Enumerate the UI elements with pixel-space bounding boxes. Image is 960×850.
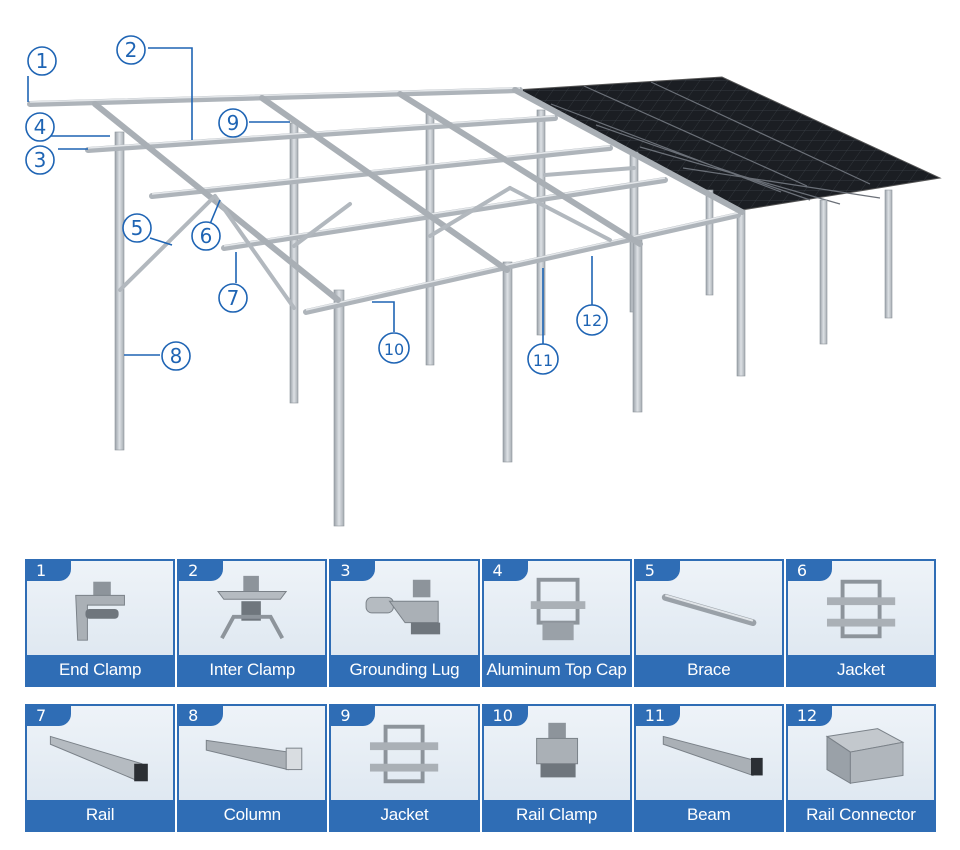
parts-row-1: 1 End Clamp 2 Inter Clamp 3 Grounding Lu… [25,559,937,687]
aluminum-top-cap-icon [483,561,630,657]
part-label: Rail [27,800,174,830]
solar-panel-array [513,76,942,211]
part-label: Beam [635,800,782,830]
part-label: Brace [635,655,782,685]
svg-text:5: 5 [131,216,144,240]
callout-4: 4 [25,112,55,142]
parts-row-2: 7 Rail 8 Column 9 Jacket 10 Rail Clamp 1… [25,704,937,832]
part-card-aluminum-top-cap: 4 Aluminum Top Cap [481,559,632,687]
part-card-grounding-lug: 3 Grounding Lug [329,559,480,687]
callout-12: 12 [576,304,608,336]
svg-text:7: 7 [227,286,240,310]
callout-7: 7 [218,283,248,313]
braces [118,166,636,310]
part-card-rail-connector: 12 Rail Connector [785,704,937,832]
part-label: Column [179,800,326,830]
part-card-jacket: 6 Jacket [785,559,937,687]
part-card-rail-clamp: 10 Rail Clamp [481,704,632,832]
callout-10: 10 [378,332,410,364]
part-card-brace: 5 Brace [633,559,784,687]
part-label: Rail Clamp [483,800,630,830]
svg-text:2: 2 [125,38,138,62]
svg-text:1: 1 [36,49,49,73]
part-card-rail: 7 Rail [25,704,176,832]
callout-2: 2 [116,35,146,65]
part-card-beam: 11 Beam [633,704,784,832]
rails [27,87,741,315]
svg-text:4: 4 [34,115,47,139]
callout-5: 5 [122,213,152,243]
callout-11: 11 [527,343,559,375]
svg-text:3: 3 [34,148,47,172]
part-label: Grounding Lug [331,655,478,685]
part-card-inter-clamp: 2 Inter Clamp [177,559,328,687]
svg-text:8: 8 [170,344,183,368]
svg-text:12: 12 [582,311,602,330]
part-label: Jacket [787,655,935,685]
part-label: Jacket [331,800,478,830]
part-card-jacket-2: 9 Jacket [329,704,480,832]
solar-mount-structure-diagram: 1 2 3 4 5 6 7 8 9 10 11 12 [25,35,942,527]
part-card-end-clamp: 1 End Clamp [25,559,176,687]
callout-9: 9 [218,108,248,138]
part-label: Rail Connector [787,800,935,830]
beams [92,87,745,303]
svg-text:9: 9 [227,111,240,135]
callout-6: 6 [191,221,221,251]
svg-text:11: 11 [533,351,553,370]
part-label: Inter Clamp [179,655,326,685]
svg-text:6: 6 [200,224,213,248]
part-label: End Clamp [27,655,174,685]
callout-8: 8 [161,341,191,371]
part-card-column: 8 Column [177,704,328,832]
part-label: Aluminum Top Cap [483,655,630,685]
svg-text:10: 10 [384,340,404,359]
callout-1: 1 [27,46,57,76]
callout-3: 3 [25,145,55,175]
